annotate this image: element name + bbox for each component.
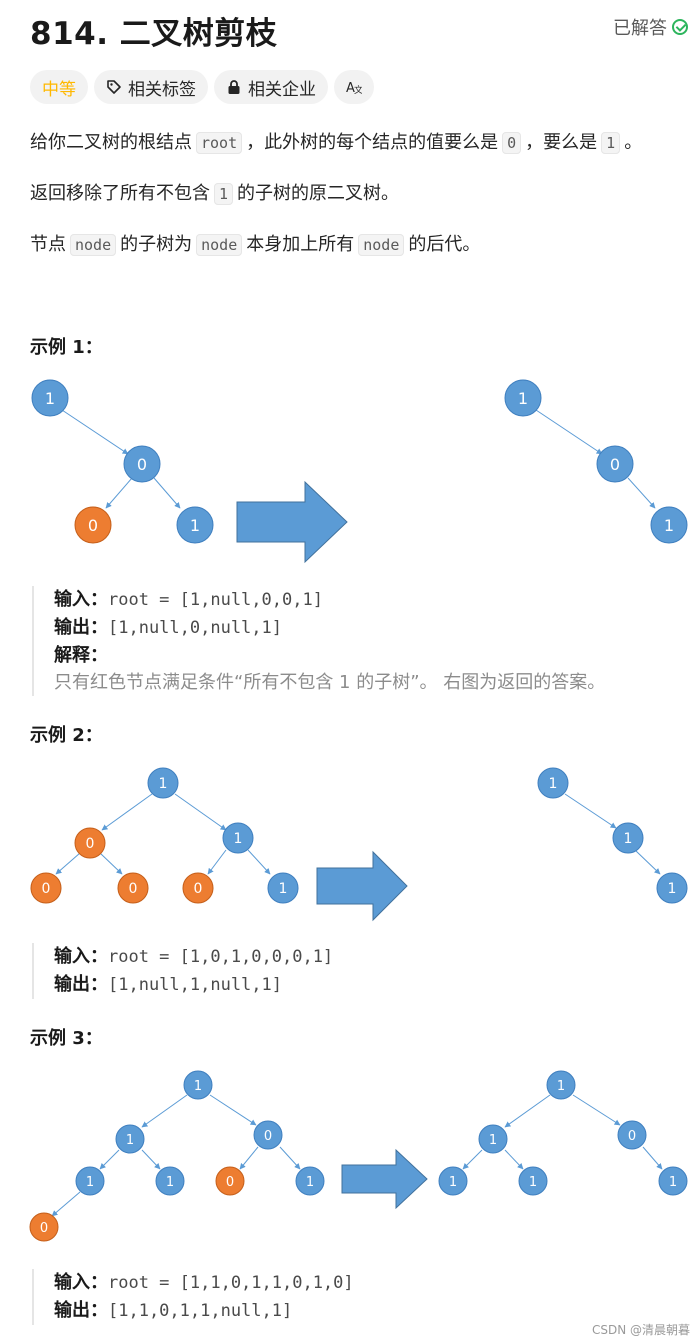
svg-text:1: 1 [306,1175,314,1190]
example-2-io: 输入：root = [1,0,1,0,0,0,1] 输出：[1,null,1,n… [32,943,333,999]
solved-label: 已解答 [613,18,667,39]
related-tags-button[interactable]: 相关标签 [94,70,208,104]
watermark: CSDN @清晨朝暮 [591,1323,690,1337]
svg-text:1: 1 [669,1175,677,1190]
example-1-diagram: 1 0 0 1 1 0 1 [31,379,688,564]
svg-text:0: 0 [88,516,98,535]
svg-text:1: 1 [159,776,168,792]
svg-text:1: 1 [668,881,677,897]
svg-text:0: 0 [226,1175,234,1190]
svg-text:0: 0 [129,881,138,897]
example-3-heading: 示例 3： [30,1028,103,1049]
tag-icon [107,80,121,94]
svg-text:0: 0 [264,1129,272,1144]
svg-text:1: 1 [549,776,558,792]
svg-text:1: 1 [86,1175,94,1190]
svg-text:0: 0 [628,1129,636,1144]
svg-text:A: A [346,81,355,95]
check-circle-icon [672,19,688,35]
related-tags-label: 相关标签 [128,79,196,100]
svg-text:1: 1 [529,1175,537,1190]
difficulty-badge[interactable]: 中等 [30,70,88,104]
svg-text:1: 1 [166,1175,174,1190]
svg-text:0: 0 [40,1221,48,1236]
svg-text:0: 0 [42,881,51,897]
arrow-right-icon [236,480,348,564]
svg-text:1: 1 [557,1079,565,1094]
related-companies-button[interactable]: 相关企业 [214,70,328,104]
svg-text:0: 0 [137,455,147,474]
svg-text:0: 0 [610,455,620,474]
svg-text:1: 1 [190,516,200,535]
svg-text:1: 1 [194,1079,202,1094]
svg-text:1: 1 [489,1133,497,1148]
svg-text:1: 1 [234,831,243,847]
problem-title: 814. 二叉树剪枝 [30,16,278,52]
svg-text:文: 文 [354,84,362,95]
arrow-right-icon [316,850,408,922]
example-1-heading: 示例 1： [30,337,103,358]
svg-text:1: 1 [449,1175,457,1190]
svg-text:1: 1 [126,1133,134,1148]
arrow-right-icon [341,1148,428,1210]
example-3-io: 输入：root = [1,1,0,1,1,0,1,0] 输出：[1,1,0,1,… [32,1269,354,1325]
lock-icon [228,80,240,94]
example-2-heading: 示例 2： [30,725,103,746]
example-3-diagram: 1 1 0 1 1 0 1 0 1 1 0 1 1 1 [29,1070,688,1242]
svg-text:1: 1 [279,881,288,897]
solved-status[interactable]: 已解答 [613,14,688,40]
related-companies-label: 相关企业 [248,79,316,100]
svg-text:1: 1 [518,389,528,408]
example-2-diagram: 1 0 1 0 0 0 1 1 1 1 [30,767,688,922]
svg-text:0: 0 [194,881,203,897]
svg-text:0: 0 [86,836,95,852]
svg-text:1: 1 [624,831,633,847]
example-1-io: 输入：root = [1,null,0,0,1] 输出：[1,null,0,nu… [32,586,605,696]
svg-text:1: 1 [664,516,674,535]
svg-text:1: 1 [45,389,55,408]
